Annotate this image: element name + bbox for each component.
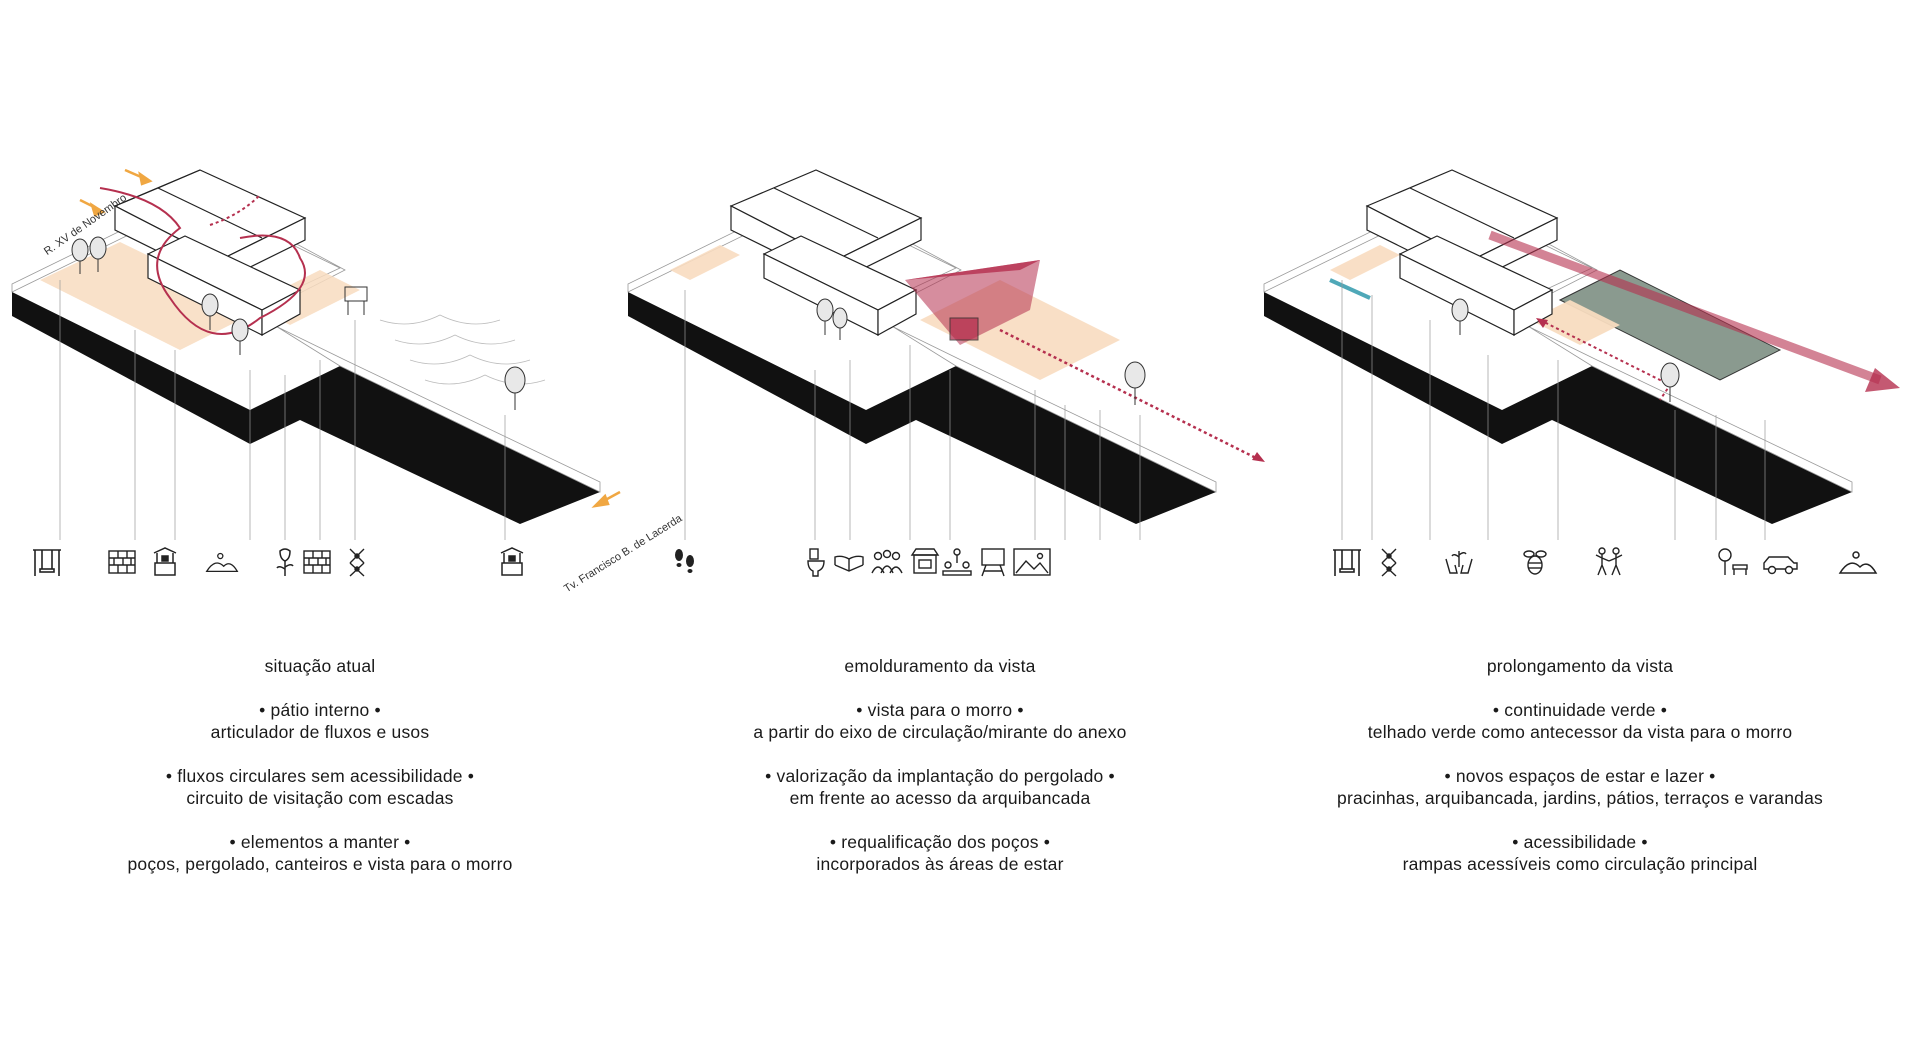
caption-situacao-atual: situação atual • pátio interno •articula… xyxy=(0,655,640,897)
group-detail: articulador de fluxos e usos xyxy=(210,722,430,742)
mirante-box xyxy=(949,317,979,341)
people-group-icon xyxy=(870,545,904,579)
icon-row xyxy=(620,545,1260,581)
toilet-icon xyxy=(802,545,836,579)
group-detail: pracinhas, arquibancada, jardins, pátios… xyxy=(1337,788,1823,808)
group-lead: • novos espaços de estar e lazer • xyxy=(1444,766,1716,786)
group-lead: • fluxos circulares sem acessibilidade • xyxy=(165,766,475,786)
garden-zone xyxy=(670,245,740,280)
group-detail: telhado verde como antecessor da vista p… xyxy=(1367,722,1793,742)
panel-situacao-atual: R. XV de Novembro Tv. Francisco B. de La… xyxy=(0,0,684,1050)
easel-icon xyxy=(976,545,1010,579)
footsteps-icon xyxy=(668,545,702,579)
group-detail: a partir do eixo de circulação/mirante d… xyxy=(753,722,1127,742)
secondary-building xyxy=(1398,235,1554,337)
swing-icon xyxy=(1330,545,1364,579)
pergola xyxy=(344,286,368,315)
group-lead: • pátio interno • xyxy=(259,700,381,720)
group-detail: em frente ao acesso da arquibancada xyxy=(789,788,1091,808)
group-lead: • vista para o morro • xyxy=(856,700,1024,720)
landscape-picture-icon xyxy=(1012,545,1052,579)
bee-icon xyxy=(1518,545,1552,579)
playing-kids-icon xyxy=(1592,545,1626,579)
brick-wall-icon xyxy=(300,545,334,579)
hill-view-icon xyxy=(1838,545,1878,579)
view-extension-arrow xyxy=(1488,230,1882,385)
panel-title: situação atual xyxy=(264,656,376,676)
trees xyxy=(816,298,1146,405)
group-detail: circuito de visitação com escadas xyxy=(186,788,454,808)
trees xyxy=(1451,298,1680,402)
well-icon xyxy=(495,545,529,579)
group-detail: poços, pergolado, canteiros e vista para… xyxy=(127,854,513,874)
well-icon xyxy=(148,545,182,579)
axonometric-diagram-framing xyxy=(627,169,1265,540)
garden-zone xyxy=(1330,245,1400,280)
axonometric-diagram-current xyxy=(11,168,621,540)
trees xyxy=(71,236,526,410)
panel-prolongamento: prolongamento da vista • continuidade ve… xyxy=(1260,0,1900,1050)
icon-row xyxy=(0,545,640,581)
swing-icon xyxy=(30,545,64,579)
pergola-vine-icon xyxy=(340,545,374,579)
market-stall-icon xyxy=(908,545,942,579)
circulation-path xyxy=(99,187,306,335)
ground-slab xyxy=(12,292,600,524)
pergola-vine-icon xyxy=(1372,545,1406,579)
group-lead: • acessibilidade • xyxy=(1512,832,1648,852)
panel-emolduramento: emolduramento da vista • vista para o mo… xyxy=(620,0,1265,1050)
brick-wall-icon xyxy=(105,545,139,579)
axonometric-diagram-extension xyxy=(1263,169,1900,540)
caption-emolduramento: emolduramento da vista • vista para o mo… xyxy=(620,655,1260,897)
gathering-icon xyxy=(940,545,974,579)
access-arrows xyxy=(79,168,621,508)
leader-lines xyxy=(1341,280,1766,540)
panel-title: prolongamento da vista xyxy=(1486,656,1674,676)
ground-slab xyxy=(628,292,1216,524)
secondary-building xyxy=(146,235,302,337)
group-detail: rampas acessíveis como circulação princi… xyxy=(1402,854,1758,874)
hill-view-icon xyxy=(205,545,239,579)
group-lead: • elementos a manter • xyxy=(229,832,411,852)
courtyard-zone xyxy=(40,242,260,350)
reading-icon xyxy=(832,545,866,579)
group-lead: • valorização da implantação do pergolad… xyxy=(765,766,1115,786)
group-lead: • continuidade verde • xyxy=(1492,700,1668,720)
caption-prolongamento: prolongamento da vista • continuidade ve… xyxy=(1260,655,1900,897)
view-axis xyxy=(999,328,1261,462)
leader-lines xyxy=(59,280,506,540)
flower-icon xyxy=(268,545,302,579)
secondary-building xyxy=(762,235,918,337)
group-lead: • requalificação dos poços • xyxy=(829,832,1051,852)
view-cone xyxy=(905,260,1040,345)
icon-row xyxy=(1260,545,1900,581)
leader-lines xyxy=(684,290,1141,540)
topography-lines xyxy=(379,314,546,385)
water-feature xyxy=(1329,278,1371,300)
group-detail: incorporados às áreas de estar xyxy=(816,854,1064,874)
tree-bench-icon xyxy=(1715,545,1749,579)
car-icon xyxy=(1760,545,1800,579)
hands-plant-icon xyxy=(1442,545,1476,579)
panel-title: emolduramento da vista xyxy=(844,656,1036,676)
